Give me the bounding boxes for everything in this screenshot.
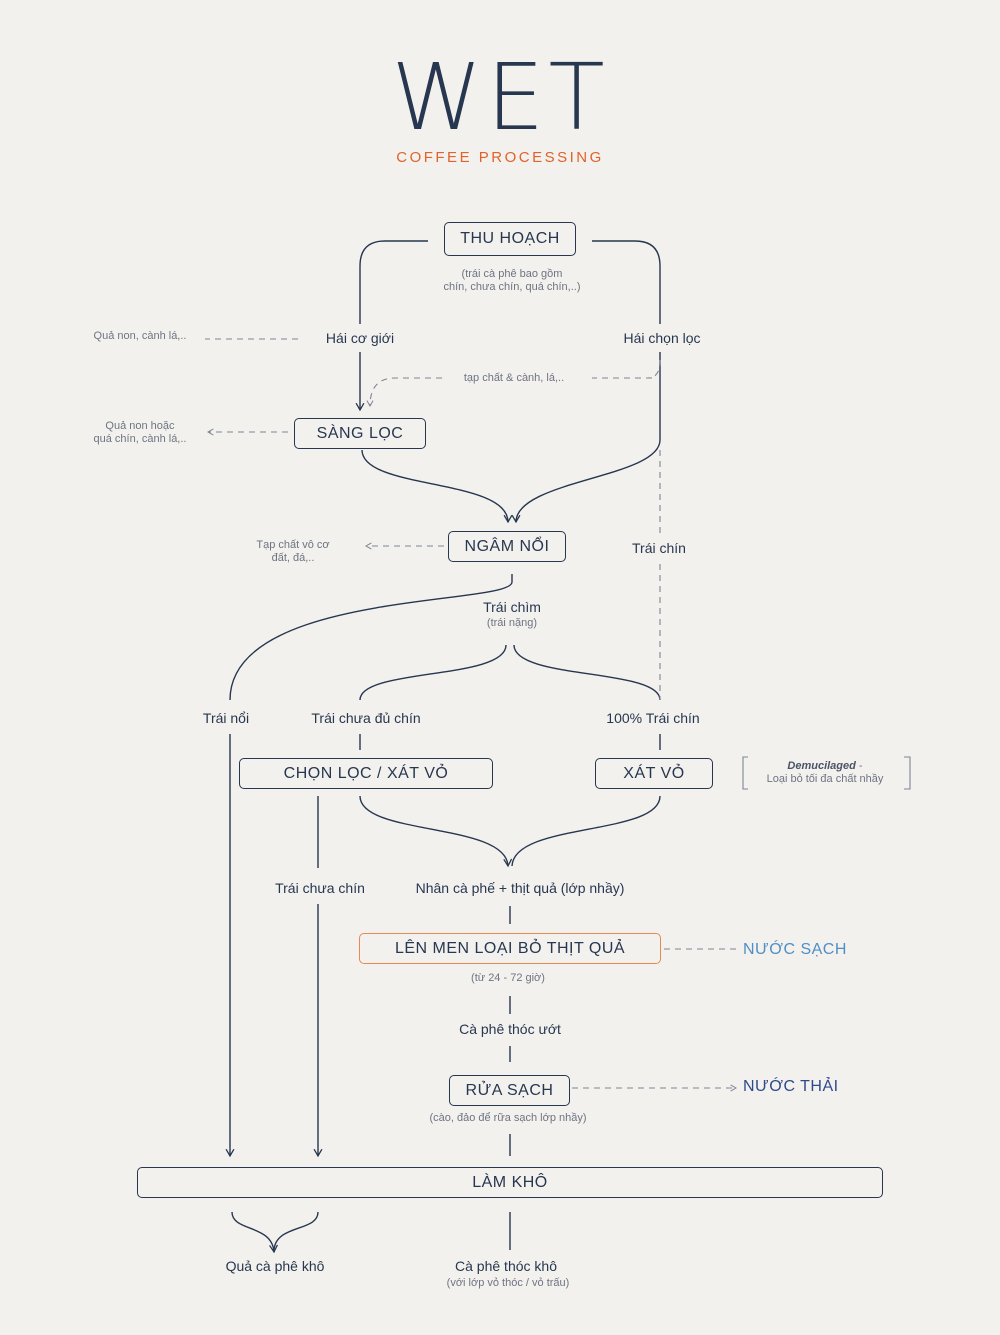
node-sorting: SÀNG LỌC: [294, 418, 426, 449]
label-wet-parchment: Cà phê thóc ướt: [459, 1021, 561, 1037]
label-ripe-fruit: Trái chín: [632, 540, 686, 556]
line-select-to-bean: [359, 795, 513, 868]
label-floating-fruit: Trái nổi: [202, 710, 250, 726]
node-sorting-label: SÀNG LỌC: [316, 424, 404, 442]
page-subtitle: COFFEE PROCESSING: [396, 149, 604, 166]
label-underripe-fruit: Trái chưa đủ chín: [311, 710, 421, 726]
node-pulping: XÁT VỎ: [595, 758, 713, 789]
node-soaking: NGÂM NỔI: [448, 531, 566, 562]
bracket-left: [742, 756, 748, 790]
sunk-fruit-note: (trái nặng): [486, 617, 538, 629]
label-dry-parchment: Cà phê thóc khô: [455, 1258, 557, 1274]
line-dry-left-b: [273, 1211, 319, 1251]
node-soaking-label: NGÂM NỔI: [464, 537, 550, 555]
node-drying: LÀM KHÔ: [137, 1167, 883, 1198]
bracket-right: [904, 756, 911, 790]
dash-impurities-left: [366, 377, 442, 408]
machine-pick-waste: Quả non, cành lá,..: [93, 330, 187, 342]
label-bean-mucilage: Nhân cà phế + thịt quả (lớp nhầy): [415, 880, 625, 896]
demucilaged-title: Demucilaged: [787, 760, 856, 772]
label-selective-pick: Hái chọn lọc: [623, 330, 701, 346]
demucilaged-dash: -: [855, 760, 863, 772]
node-washing: RỬA SẠCH: [449, 1075, 570, 1106]
node-harvest-label: THU HOẠCH: [460, 230, 560, 247]
label-dried-cherry: Quả cà phê khô: [225, 1258, 325, 1274]
line-soaking-to-floating: [229, 574, 513, 701]
waste-water-label: NƯỚC THẢI: [743, 1078, 839, 1095]
line-sunk-left: [359, 644, 507, 701]
node-fermentation-label: LÊN MEN LOẠI BỎ THỊT QUẢ: [394, 939, 626, 957]
label-fully-ripe: 100% Trái chín: [606, 710, 700, 726]
fermentation-note: (từ 24 - 72 giờ): [471, 972, 545, 984]
node-select-pulp: CHỌN LỌC / XÁT VỎ: [239, 758, 493, 789]
node-pulping-label: XÁT VỎ: [623, 764, 685, 782]
harvest-note: (trái cà phê bao gồm chín, chưa chín, qu…: [443, 268, 581, 293]
sorting-waste: Quả non hoặc quá chín, cành lá,..: [93, 420, 187, 445]
line-harvest-right: [592, 240, 661, 324]
node-drying-label: LÀM KHÔ: [472, 1173, 548, 1191]
soaking-waste: Tạp chất vô cơ đất, đá,..: [256, 539, 330, 564]
line-sunk-right: [513, 644, 661, 701]
line-sorting-to-soaking: [361, 449, 513, 524]
node-harvest: THU HOẠCH: [444, 222, 576, 256]
demucilaged-description: Loại bỏ tối đa chất nhầy: [766, 773, 884, 785]
line-pulp-to-bean: [511, 795, 661, 867]
clean-water-label: NƯỚC SẠCH: [743, 941, 847, 958]
impurities-note: tạp chất & cành, lá,..: [463, 372, 565, 384]
label-machine-pick: Hái cơ giới: [325, 330, 395, 346]
node-select-pulp-label: CHỌN LỌC / XÁT VỎ: [283, 764, 449, 782]
node-washing-label: RỬA SẠCH: [465, 1081, 554, 1099]
line-selective-to-soaking: [511, 352, 661, 524]
node-fermentation: LÊN MEN LOẠI BỎ THỊT QUẢ: [359, 933, 661, 964]
page-title: WET: [391, 44, 609, 151]
label-sunk-fruit: Trái chìm: [483, 599, 541, 615]
demucilaged-note: Demucilaged - Loại bỏ tối đa chất nhầy: [750, 760, 900, 786]
label-unripe-fruit: Trái chưa chín: [275, 880, 365, 896]
line-dry-left-a: [231, 1211, 278, 1254]
washing-note: (cào, đảo để rữa sạch lớp nhầy): [429, 1112, 587, 1124]
line-harvest-left: [359, 240, 428, 324]
dry-parchment-note: (với lớp vỏ thóc / vỏ trấu): [446, 1277, 570, 1289]
dash-selective-impurities: [647, 359, 661, 379]
